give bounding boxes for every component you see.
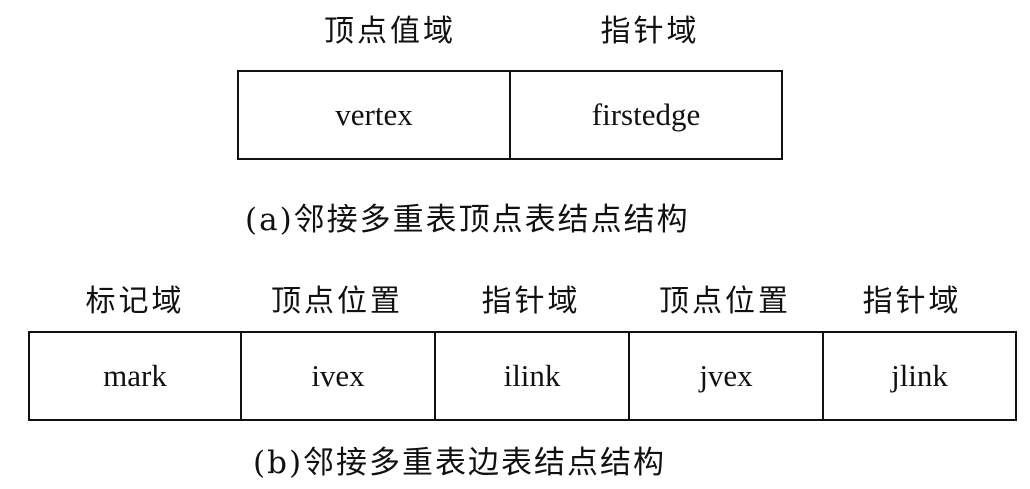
mark-cell: mark [30,333,242,419]
ivex-position-header: 顶点位置 [271,284,403,319]
vertex-node-caption: (a)邻接多重表顶点表结点结构 [245,202,690,238]
jvex-cell: jvex [630,333,824,419]
vertex-cell: vertex [239,72,511,158]
ivex-cell: ivex [242,333,436,419]
firstedge-cell: firstedge [591,97,701,132]
edge-node-caption: (b)邻接多重表边表结点结构 [253,445,667,481]
vertex-value-field-header: 顶点值域 [324,14,456,49]
jlink-cell: jlink [891,358,948,393]
mark-field-header: 标记域 [85,284,185,319]
jvex-position-header: 顶点位置 [659,284,791,319]
jlink-pointer-header: 指针域 [862,284,962,319]
pointer-field-header: 指针域 [600,14,700,49]
edge-node-structure-table: mark ivex ilink jvex jlink [28,331,1017,421]
ilink-cell: ilink [436,333,630,419]
ilink-pointer-header: 指针域 [481,284,581,319]
vertex-node-structure-table: vertex firstedge [237,70,783,160]
